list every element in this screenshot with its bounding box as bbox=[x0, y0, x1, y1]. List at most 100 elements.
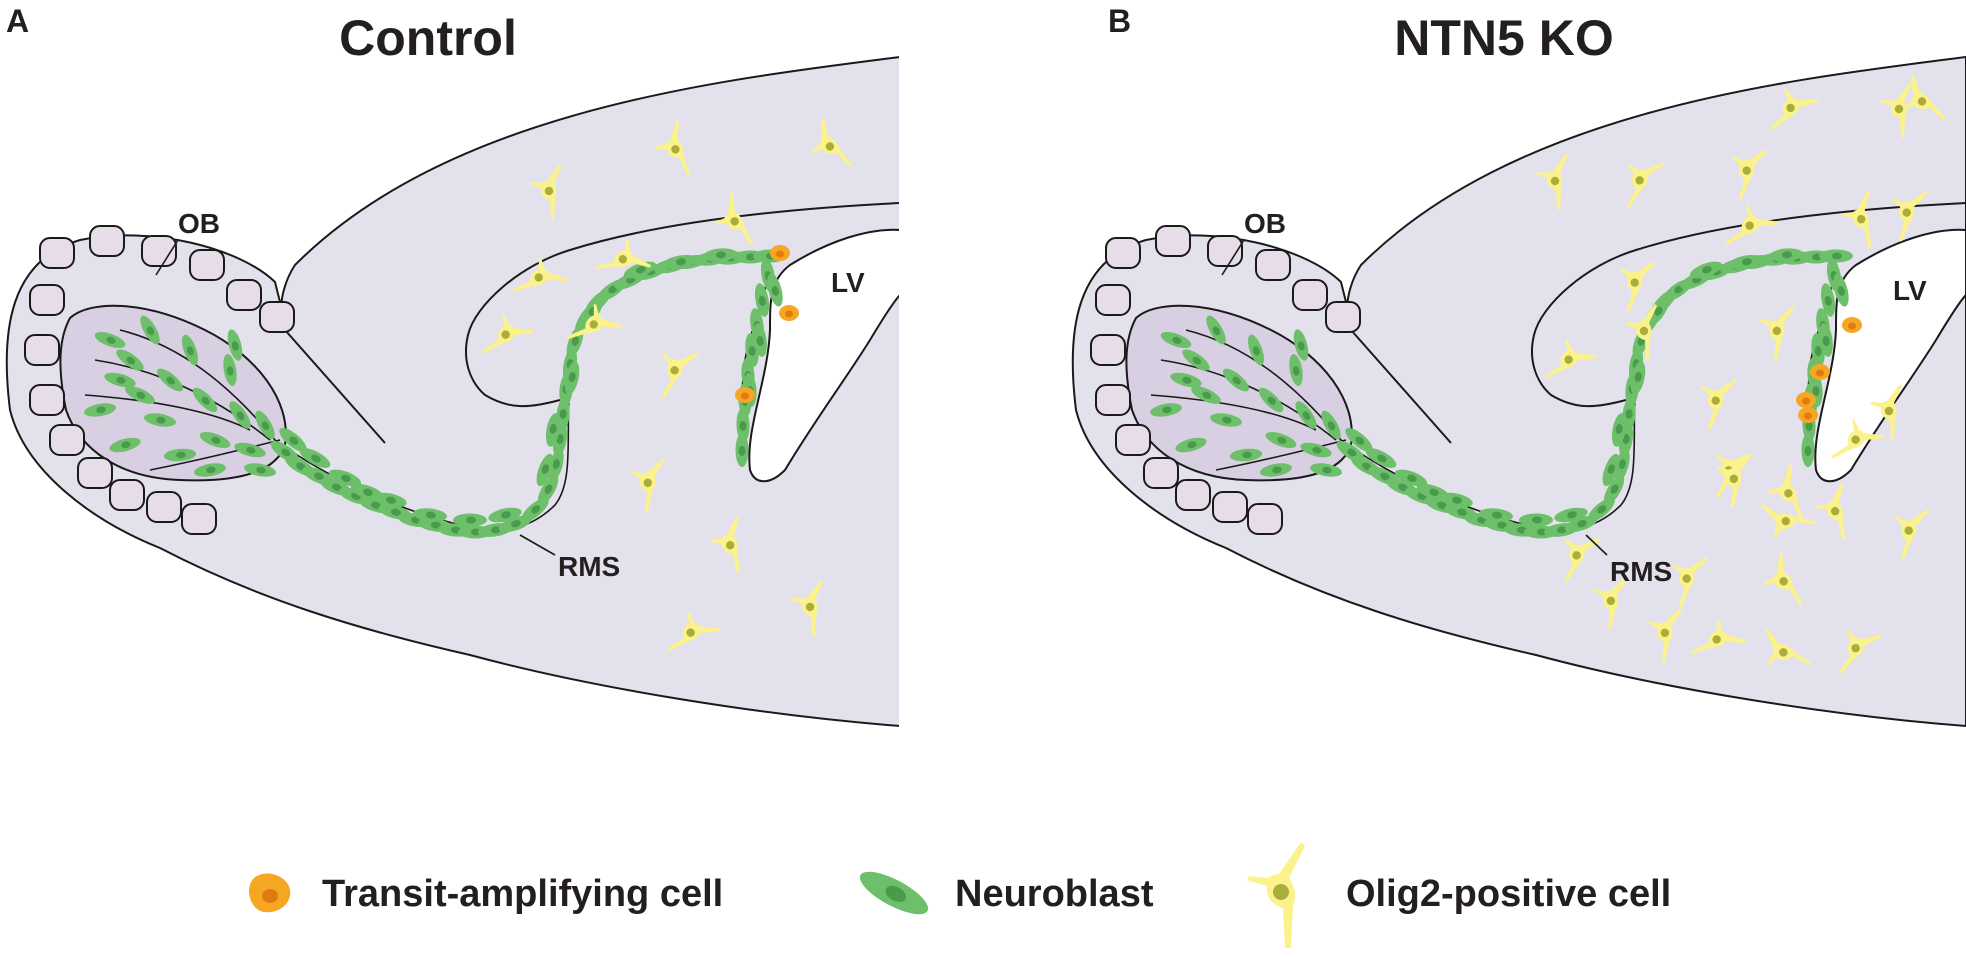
olig2-positive-cell bbox=[1647, 608, 1682, 663]
glomerulus bbox=[1143, 457, 1179, 489]
neuroblast bbox=[453, 513, 487, 527]
olig2-positive-cell bbox=[1690, 619, 1746, 655]
neuroblast bbox=[109, 437, 141, 453]
neuroblast bbox=[1519, 513, 1553, 527]
neuroblast bbox=[1295, 401, 1317, 429]
neuroblast bbox=[1603, 474, 1625, 506]
neuroblast bbox=[373, 492, 407, 508]
neuroblast bbox=[413, 508, 447, 522]
neuroblast bbox=[1321, 410, 1341, 440]
neuroblast bbox=[1819, 323, 1833, 357]
neuroblast bbox=[1258, 387, 1284, 413]
lv-label: LV bbox=[1893, 275, 1927, 306]
olig2-positive-cells bbox=[1536, 74, 1947, 674]
neuroblast bbox=[84, 403, 116, 417]
neuroblast bbox=[1223, 368, 1249, 392]
transit-amplifying-cell bbox=[779, 305, 799, 321]
neuroblast bbox=[1801, 433, 1815, 467]
ob-label: OB bbox=[178, 208, 220, 239]
neuroblast bbox=[1310, 463, 1342, 477]
neuroblast bbox=[1160, 331, 1192, 349]
neuroblast bbox=[1689, 261, 1723, 279]
neuroblast bbox=[1206, 315, 1226, 345]
neuroblast bbox=[125, 386, 155, 404]
neuroblast bbox=[1646, 297, 1670, 327]
glomerulus bbox=[1255, 249, 1291, 281]
glomerulus bbox=[1247, 503, 1283, 535]
lateral-ventricle bbox=[748, 228, 899, 483]
olig2-positive-cell bbox=[1671, 556, 1708, 608]
olig2-positive-cell bbox=[630, 458, 665, 513]
neuroblast bbox=[545, 413, 561, 447]
glomerulus bbox=[226, 279, 262, 311]
neuroblast bbox=[564, 361, 580, 395]
neuroblast bbox=[1247, 334, 1265, 366]
neuroblast bbox=[1289, 354, 1303, 386]
olig2-positive-cell bbox=[1870, 384, 1902, 440]
legend-label: Olig2-positive cell bbox=[1346, 873, 1671, 915]
panel-b: B NTN5 KO OB LV RMS bbox=[1071, 3, 1966, 728]
neuroblast bbox=[1260, 463, 1292, 477]
olig2-positive-cell bbox=[661, 352, 699, 398]
glomerulus bbox=[1155, 225, 1191, 257]
olig2-positive-cell bbox=[1593, 576, 1628, 631]
glomerulus bbox=[39, 237, 75, 269]
neuroblast bbox=[234, 442, 266, 458]
neuroblast bbox=[157, 368, 183, 392]
olig2-positive-cell bbox=[710, 516, 741, 574]
olig2-positive-cell bbox=[530, 164, 562, 220]
olig2-positive-cell bbox=[1891, 190, 1928, 242]
neuroblast bbox=[488, 507, 522, 523]
olig2-positive-cell bbox=[1700, 378, 1737, 430]
lv-label: LV bbox=[831, 267, 865, 298]
neuroblast bbox=[1833, 273, 1849, 307]
transit-amplifying-cell bbox=[1796, 392, 1816, 408]
olig2-positive-cell bbox=[1731, 148, 1768, 200]
glomerular-layer bbox=[24, 225, 295, 535]
rms-neuroblasts bbox=[84, 248, 787, 539]
glomerulus bbox=[24, 334, 60, 366]
neuroblast bbox=[328, 469, 362, 487]
glomerulus bbox=[1325, 301, 1361, 333]
glomerulus bbox=[1090, 334, 1126, 366]
transit-amplifying-cells bbox=[1796, 317, 1862, 423]
glomerulus bbox=[1105, 237, 1141, 269]
glomerulus bbox=[109, 479, 145, 511]
legend-label: Neuroblast bbox=[955, 873, 1154, 915]
neuroblast bbox=[1611, 413, 1627, 447]
neuroblast bbox=[1300, 442, 1332, 458]
panel-title: NTN5 KO bbox=[1394, 10, 1613, 66]
glomerulus bbox=[1292, 279, 1328, 311]
olig2-positive-cell bbox=[791, 580, 823, 636]
transit-amplifying-cell bbox=[770, 245, 790, 261]
rms-neuroblasts bbox=[1150, 248, 1853, 539]
glomerulus bbox=[89, 225, 125, 257]
neuroblast bbox=[1769, 248, 1803, 262]
olig2-positive-cell bbox=[1765, 628, 1811, 666]
neuroblast bbox=[1602, 453, 1620, 487]
neuroblast bbox=[192, 387, 218, 413]
neuroblast bbox=[1191, 386, 1221, 404]
olig2-positive-cell bbox=[1759, 306, 1794, 361]
transit-amplifying-cell-icon bbox=[249, 873, 291, 913]
neuroblast bbox=[536, 453, 554, 487]
glomerulus bbox=[1212, 491, 1248, 523]
glomerulus bbox=[1207, 235, 1243, 267]
olig2-positive-cell bbox=[666, 612, 720, 652]
ob-label: OB bbox=[1244, 208, 1286, 239]
neuroblast bbox=[140, 315, 160, 345]
rms-label: RMS bbox=[1610, 556, 1672, 587]
axon-fibers bbox=[84, 329, 281, 471]
neuroblast bbox=[1820, 283, 1836, 317]
olig2-positive-cell bbox=[1763, 552, 1803, 606]
neuroblast bbox=[229, 401, 251, 429]
olig2-positive-cell bbox=[1761, 504, 1816, 539]
glomerulus bbox=[146, 491, 182, 523]
neuroblast bbox=[1170, 372, 1202, 388]
neuroblast bbox=[244, 463, 276, 477]
neuroblast bbox=[1175, 437, 1207, 453]
panel-title: Control bbox=[339, 10, 517, 66]
olig2-positive-cell bbox=[1619, 260, 1656, 312]
neuroblast bbox=[199, 431, 231, 449]
